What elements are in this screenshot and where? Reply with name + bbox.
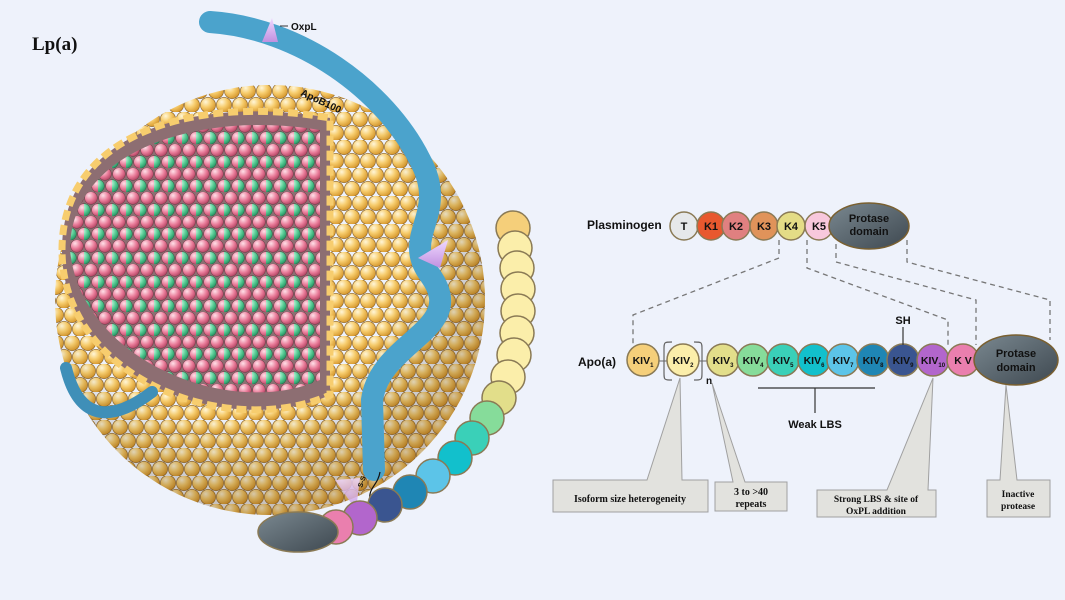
plasminogen-protease-domain <box>828 202 910 250</box>
apoa-domain-kiv1 <box>626 343 660 377</box>
plasminogen-label: Plasminogen <box>587 218 662 232</box>
apoa-protease-label-1: Protase <box>996 348 1036 360</box>
repeat-bracket-right <box>693 341 703 381</box>
apoa-domain-label: KIV7 <box>833 355 855 369</box>
sh-label: SH <box>895 315 910 327</box>
chain-protease-domain <box>257 511 339 553</box>
plasminogen-domain-label: T <box>681 221 688 233</box>
plasminogen-domain-label: K5 <box>812 221 826 233</box>
apob100-ribbon <box>199 11 452 481</box>
callout-inactive-text-2: protease <box>1001 502 1035 512</box>
plasminogen-protease-label-2: domain <box>849 226 888 238</box>
oxpl-cone <box>262 18 278 42</box>
apoa-label: Apo(a) <box>578 355 616 369</box>
repeat-bracket-left <box>663 341 673 381</box>
weak-lbs-label: Weak LBS <box>788 419 842 431</box>
apoa-domain-label: KIV8 <box>863 355 885 369</box>
callout-repeats <box>711 382 788 512</box>
oxpl-label: OxpL <box>291 22 317 33</box>
lpa-title: Lp(a) <box>32 34 77 55</box>
callout-strong-lbs-text-1: Strong LBS & site of <box>834 495 919 505</box>
callout-isoform <box>552 377 709 513</box>
plasminogen-domain-label: K4 <box>784 221 799 233</box>
plasminogen-domain-label: K1 <box>704 221 718 233</box>
plasminogen-protease-label-1: Protase <box>849 213 889 225</box>
apoa-domain-label: KIV6 <box>804 355 826 369</box>
callout-inactive-protease <box>986 384 1051 518</box>
repeat-n-label: n <box>706 376 712 387</box>
apoa-domain-kiv2 <box>666 343 700 377</box>
callout-repeats-text-2: repeats <box>736 499 767 510</box>
apoa-chain-in-particle <box>257 210 536 553</box>
plasminogen-row: Plasminogen T K1 K2 K3 K4 K5 Protase domain <box>587 202 910 250</box>
apoa-domain-label: KIV9 <box>893 355 915 369</box>
apoa-domain-label: KIV4 <box>743 355 765 369</box>
apoa-protease-label-2: domain <box>996 362 1035 374</box>
callout-strong-lbs-text-2: OxPL addition <box>846 507 907 517</box>
apoa-domain-label: KIV1 <box>633 355 655 369</box>
apoa-row: Apo(a) KIV1 KIV2 KIV3 KIV4 KIV5 KIV6 KIV7 KIV8 K… <box>578 315 1059 431</box>
callout-inactive-text-1: Inactive <box>1002 490 1035 500</box>
apob100-ribbon-tail <box>60 362 158 419</box>
apoa-domain-label: KIV10 <box>921 355 946 369</box>
disulfide-label: S-S <box>357 475 368 489</box>
plasminogen-domain-label: K2 <box>729 221 743 233</box>
plasminogen-domain-label: K3 <box>757 221 771 233</box>
callout-strong-lbs <box>816 377 937 518</box>
callout-repeats-text-1: 3 to >40 <box>734 487 768 498</box>
apoa-domain-label: KIV2 <box>673 355 695 369</box>
oxpl-cone <box>418 240 448 268</box>
apoa-domain-label: K V <box>954 355 972 367</box>
callouts: Isoform size heterogeneity 3 to >40 repe… <box>552 377 1051 518</box>
apoa-domain-label: KIV3 <box>713 355 735 369</box>
apoa-protease-domain <box>973 334 1059 386</box>
cut-edge <box>58 107 334 414</box>
lpa-particle: Lp(a) ApoB100 OxpL S-S <box>32 11 536 553</box>
callout-isoform-text: Isoform size heterogeneity <box>574 494 686 505</box>
apoa-domain-label: KIV5 <box>773 355 795 369</box>
homology-lines <box>632 240 1051 345</box>
